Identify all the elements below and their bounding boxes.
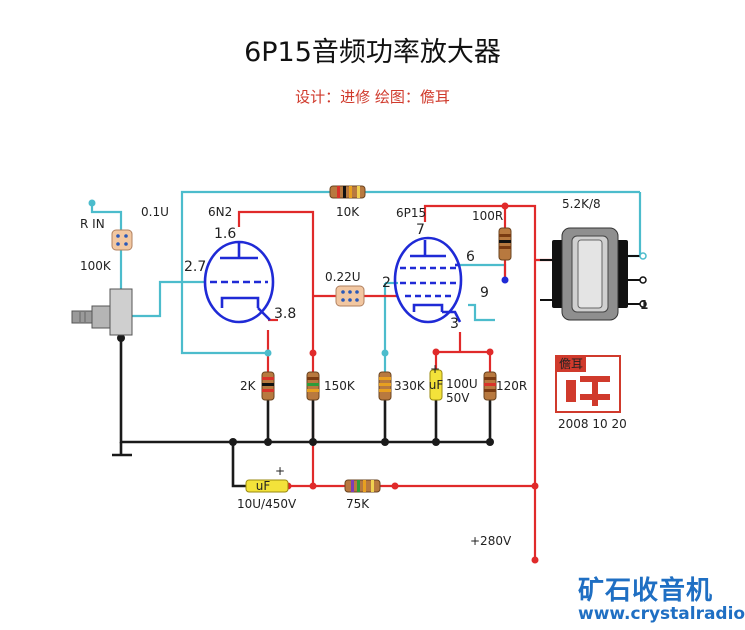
label-50v: 50V: [446, 391, 470, 405]
label-10k: 10K: [336, 205, 360, 219]
label-plus-10u: +: [275, 464, 285, 478]
label-out-pin: 1: [640, 298, 648, 312]
label-pin-3-8: 3.8: [274, 306, 296, 322]
label-2k: 2K: [240, 379, 257, 393]
label-transformer: 5.2K/8: [562, 197, 601, 211]
page-title: 6P15音频功率放大器: [244, 37, 501, 68]
label-pin-1-6: 1.6: [214, 226, 236, 242]
resistor-10k: [329, 185, 366, 199]
resistor-100r: [498, 227, 512, 261]
page-subtitle: 设计：进修 绘图：儋耳: [295, 88, 450, 106]
label-pin-2: 2: [382, 275, 391, 291]
label-pin-6: 6: [466, 249, 475, 265]
label-150k: 150K: [324, 379, 356, 393]
label-6p15: 6P15: [396, 206, 426, 220]
brand-logo: 矿石收音机: [578, 576, 714, 606]
component-labels: R IN 0.1U 100K 6N2 1.6 2.7 3.8 10K 0.22U…: [80, 197, 648, 548]
resistor-150k: [306, 371, 320, 401]
label-120r: 120R: [496, 379, 527, 393]
brand-url: www.crystalradio.cn: [578, 604, 745, 624]
label-10u-450v: 10U/450V: [237, 497, 297, 511]
label-6n2: 6N2: [208, 205, 232, 219]
ground-bus: [112, 334, 492, 488]
capacitor-100u: uF: [429, 369, 444, 401]
label-pin-7: 7: [416, 222, 425, 238]
capacitor-10u-450v: uF: [245, 479, 289, 493]
resistor-2k: [261, 371, 275, 401]
tube-6n2: [203, 240, 275, 324]
label-330k: 330K: [394, 379, 426, 393]
resistor-75k: [344, 479, 381, 493]
label-b-plus: +280V: [470, 534, 512, 548]
label-75k: 75K: [346, 497, 370, 511]
resistor-120r: [483, 371, 497, 401]
label-r-in: R IN: [80, 217, 105, 231]
coupling-capacitor: [335, 285, 365, 307]
seal-text: 儋耳: [559, 357, 583, 371]
cap-10u-mark: uF: [256, 479, 271, 493]
resistor-330k: [378, 371, 392, 401]
cap-100u-mark: uF: [429, 378, 444, 392]
label-plus-100u: +: [430, 362, 440, 376]
junction-dots: [88, 199, 539, 564]
label-pin-9: 9: [480, 285, 489, 301]
tube-6p15: [393, 236, 463, 324]
label-date: 2008 10 20: [558, 417, 627, 431]
label-0-22u: 0.22U: [325, 270, 361, 284]
output-transformer: [540, 227, 647, 321]
label-pot: 100K: [80, 259, 112, 273]
volume-potentiometer: [71, 288, 133, 336]
label-pin-3: 3: [450, 316, 459, 332]
seal-stamp: 儋耳: [555, 355, 621, 413]
label-100r: 100R: [472, 209, 503, 223]
label-pin-2-7: 2.7: [184, 259, 206, 275]
input-capacitor: [111, 229, 133, 251]
label-c-in: 0.1U: [141, 205, 169, 219]
label-100u: 100U: [446, 377, 478, 391]
